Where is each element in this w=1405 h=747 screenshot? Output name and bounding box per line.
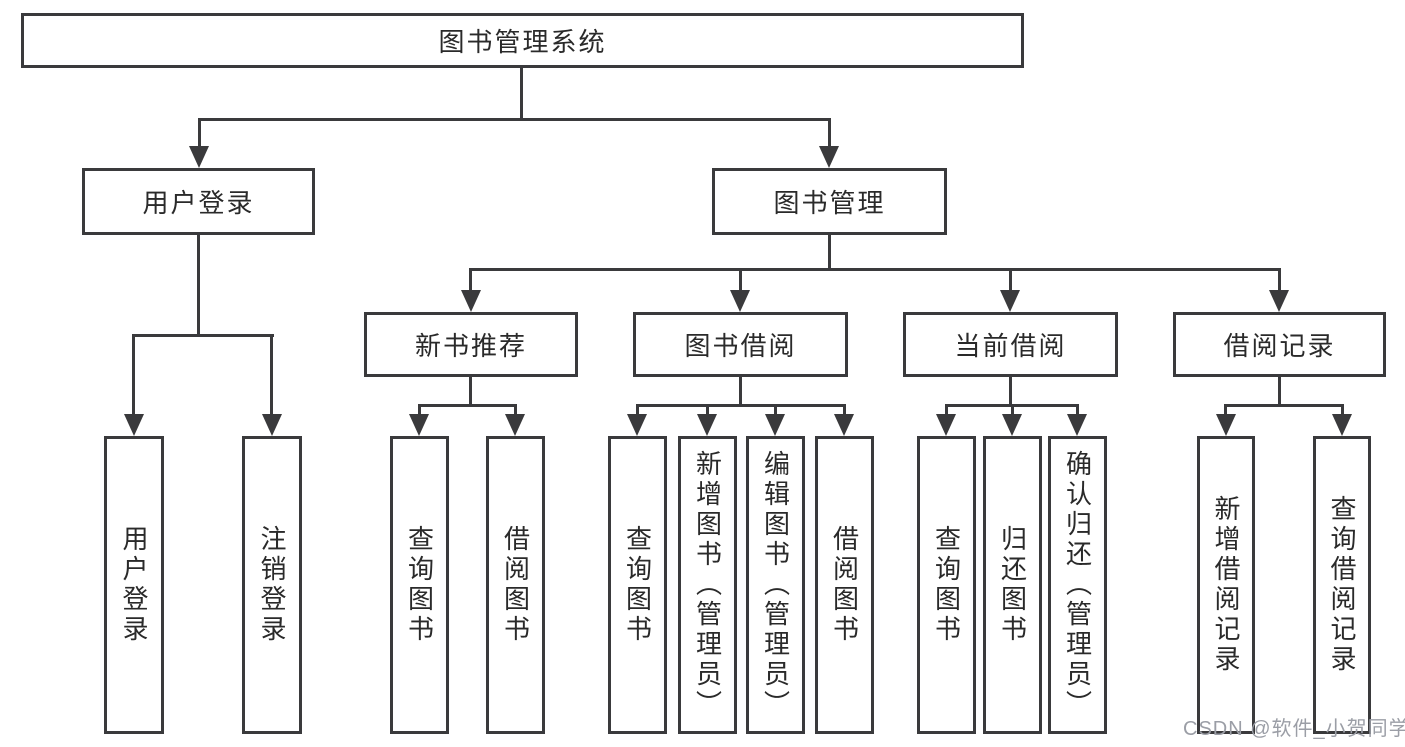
connector-line: [843, 404, 846, 416]
leaf-logout: 注销登录: [242, 436, 302, 734]
connector-line: [636, 404, 639, 416]
connector-line: [469, 375, 472, 407]
connector-line: [774, 404, 777, 416]
arrow-down-icon: [1216, 414, 1236, 436]
leaf-current-confirm-return-admin: 确认归还（管理员）: [1048, 436, 1107, 734]
arrow-down-icon: [1002, 414, 1022, 436]
arrow-down-icon: [1332, 414, 1352, 436]
leaf-borrow-edit-book-admin: 编辑图书（管理员）: [746, 436, 805, 734]
arrow-down-icon: [461, 290, 481, 312]
leaf-records-add-record: 新增借阅记录: [1197, 436, 1255, 734]
arrow-down-icon: [189, 146, 209, 168]
leaf-borrow-query-books: 查询图书: [608, 436, 667, 734]
node-new-book-recommend: 新书推荐: [364, 312, 578, 377]
connector-line: [706, 404, 709, 416]
node-label: 借阅图书: [500, 525, 531, 645]
connector-line: [1009, 268, 1012, 292]
arrow-down-icon: [834, 414, 854, 436]
node-current-borrow: 当前借阅: [903, 312, 1118, 377]
node-label: 图书借阅: [684, 331, 797, 361]
node-label: 新增图书（管理员）: [692, 450, 723, 720]
leaf-current-return-books: 归还图书: [983, 436, 1042, 734]
arrow-down-icon: [1269, 290, 1289, 312]
connector-line: [418, 404, 517, 407]
arrow-down-icon: [505, 414, 525, 436]
arrow-down-icon: [409, 414, 429, 436]
node-label: 查询借阅记录: [1327, 495, 1357, 675]
leaf-current-query-books: 查询图书: [917, 436, 976, 734]
node-user-login: 用户登录: [82, 168, 315, 235]
node-label: 查询图书: [622, 525, 653, 645]
node-label: 图书管理系统: [438, 27, 607, 57]
node-label: 归还图书: [997, 525, 1028, 645]
connector-line: [270, 334, 273, 416]
node-label: 新增借阅记录: [1211, 495, 1241, 675]
node-label: 查询图书: [404, 525, 435, 645]
connector-line: [418, 404, 421, 416]
connector-line: [469, 268, 472, 292]
arrow-down-icon: [765, 414, 785, 436]
arrow-down-icon: [730, 290, 750, 312]
connector-line: [1278, 268, 1281, 292]
watermark: CSDN @软件_小贺同学: [1183, 718, 1405, 740]
arrow-down-icon: [697, 414, 717, 436]
node-label: 编辑图书（管理员）: [760, 450, 791, 720]
node-label: 查询图书: [931, 525, 962, 645]
node-label: 用户登录: [119, 525, 149, 645]
connector-line: [739, 375, 742, 407]
node-label: 注销登录: [257, 525, 287, 645]
connector-line: [1341, 404, 1344, 416]
node-borrow-records: 借阅记录: [1173, 312, 1386, 377]
arrow-down-icon: [627, 414, 647, 436]
connector-line: [1278, 375, 1281, 407]
connector-line: [198, 118, 201, 148]
connector-line: [739, 268, 742, 292]
node-label: 确认归还（管理员）: [1062, 450, 1093, 720]
node-label: 新书推荐: [414, 331, 527, 361]
leaf-borrow-add-book-admin: 新增图书（管理员）: [678, 436, 737, 734]
leaf-records-query-record: 查询借阅记录: [1313, 436, 1371, 734]
connector-line: [1009, 375, 1012, 407]
node-book-borrow: 图书借阅: [633, 312, 848, 377]
leaf-borrow-borrow-books: 借阅图书: [815, 436, 874, 734]
arrow-down-icon: [124, 414, 144, 436]
node-label: 借阅记录: [1223, 331, 1336, 361]
connector-line: [132, 334, 135, 416]
arrow-down-icon: [936, 414, 956, 436]
connector-line: [514, 404, 517, 416]
node-label: 借阅图书: [829, 525, 860, 645]
arrow-down-icon: [819, 146, 839, 168]
arrow-down-icon: [1067, 414, 1087, 436]
connector-line: [132, 334, 274, 337]
connector-line: [198, 118, 831, 121]
arrow-down-icon: [1000, 290, 1020, 312]
node-label: 图书管理: [773, 188, 886, 218]
node-label: 当前借阅: [954, 331, 1067, 361]
node-label: 用户登录: [142, 188, 255, 218]
node-system-root: 图书管理系统: [21, 13, 1024, 68]
connector-line: [1011, 404, 1014, 416]
leaf-user-login: 用户登录: [104, 436, 164, 734]
connector-line: [1224, 404, 1227, 416]
connector-line: [828, 118, 831, 148]
leaf-recommend-query-books: 查询图书: [390, 436, 449, 734]
connector-line: [469, 268, 1281, 271]
connector-line: [945, 404, 948, 416]
leaf-recommend-borrow-books: 借阅图书: [486, 436, 545, 734]
connector-line: [197, 234, 200, 337]
node-book-management: 图书管理: [712, 168, 947, 235]
connector-line: [1224, 404, 1344, 407]
connector-line: [1076, 404, 1079, 416]
connector-line: [828, 234, 831, 271]
connector-line: [636, 404, 846, 407]
connector-line: [520, 68, 523, 121]
arrow-down-icon: [262, 414, 282, 436]
